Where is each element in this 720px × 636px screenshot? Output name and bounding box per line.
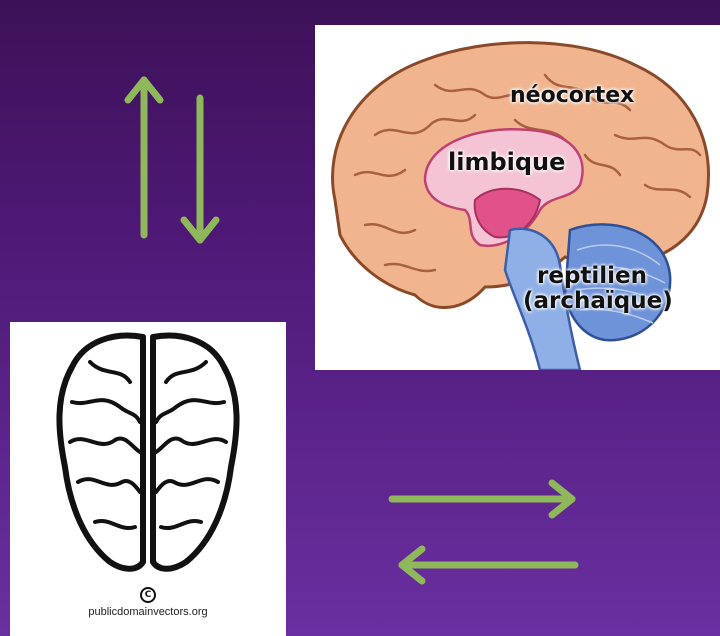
arrow-right-icon xyxy=(392,483,572,515)
neocortex-label: néocortex xyxy=(510,85,634,107)
brain-side-illustration xyxy=(315,25,720,370)
arrow-left-icon xyxy=(402,549,575,581)
archaique-label: (archaïque) xyxy=(523,290,673,313)
arrow-up-icon xyxy=(128,80,160,235)
brain-top-view: C publicdomainvectors.org xyxy=(10,322,286,636)
brain-top-illustration xyxy=(10,322,286,582)
horizontal-arrows xyxy=(380,475,590,590)
limbique-label: limbique xyxy=(448,150,565,174)
source-credit[interactable]: publicdomainvectors.org xyxy=(10,606,286,618)
reptilien-label: reptilien xyxy=(537,265,647,288)
brain-folds xyxy=(70,362,226,528)
arrow-down-icon xyxy=(184,98,216,240)
creative-commons-icon: C xyxy=(140,587,156,603)
vertical-arrows xyxy=(120,70,230,255)
brain-side-view: néocortex limbique reptilien (archaïque) xyxy=(315,25,720,370)
